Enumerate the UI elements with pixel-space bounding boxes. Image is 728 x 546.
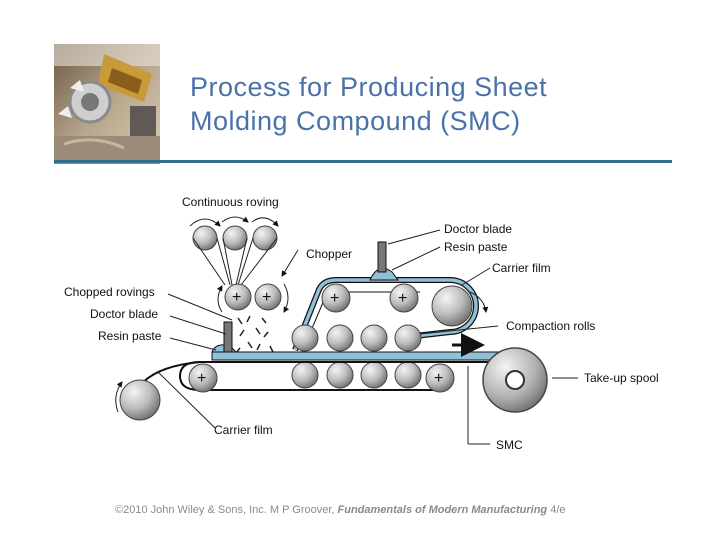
label-doctor-blade-left: Doctor blade bbox=[90, 307, 158, 321]
chopped-fibers bbox=[235, 315, 274, 354]
label-smc: SMC bbox=[496, 438, 523, 452]
bottom-carrier-film: + + bbox=[115, 321, 505, 421]
footer-book-title: Fundamentals of Modern Manufacturing bbox=[337, 504, 548, 516]
leader-lines bbox=[157, 229, 578, 445]
svg-text:+: + bbox=[330, 290, 339, 307]
slide-title-line-2: Molding Compound (SMC) bbox=[190, 106, 521, 136]
compaction-rolls bbox=[291, 324, 422, 389]
roving-spools bbox=[189, 216, 279, 286]
roving-spool bbox=[192, 225, 218, 251]
machining-photo bbox=[54, 44, 160, 164]
take-up-spool bbox=[482, 347, 548, 413]
svg-text:+: + bbox=[398, 290, 407, 307]
label-compaction-rolls: Compaction rolls bbox=[506, 319, 595, 333]
roving-spool bbox=[252, 225, 278, 251]
label-continuous-roving: Continuous roving bbox=[182, 195, 279, 209]
top-carrier-film: + + bbox=[292, 241, 489, 353]
label-chopped-rovings: Chopped rovings bbox=[64, 285, 155, 299]
svg-text:+: + bbox=[434, 370, 443, 387]
label-carrier-film-top: Carrier film bbox=[492, 261, 551, 275]
footer-copyright: ©2010 John Wiley & Sons, Inc. M P Groove… bbox=[115, 504, 338, 516]
smc-process-diagram: + + + + bbox=[64, 195, 659, 452]
footer-edition: 4/e bbox=[547, 504, 566, 516]
label-carrier-film-bottom: Carrier film bbox=[214, 423, 273, 437]
svg-text:+: + bbox=[262, 289, 271, 306]
label-chopper: Chopper bbox=[306, 247, 352, 261]
svg-text:+: + bbox=[232, 289, 241, 306]
label-doctor-blade-top: Doctor blade bbox=[444, 222, 512, 236]
chopper-rolls: + + bbox=[216, 283, 290, 313]
label-take-up-spool: Take-up spool bbox=[584, 371, 659, 385]
label-resin-paste-left: Resin paste bbox=[98, 329, 162, 343]
slide-title-line-1: Process for Producing Sheet bbox=[190, 72, 548, 102]
roving-spool bbox=[222, 225, 248, 251]
label-resin-paste-top: Resin paste bbox=[444, 240, 508, 254]
title-divider bbox=[54, 160, 672, 163]
slide-footer: ©2010 John Wiley & Sons, Inc. M P Groove… bbox=[115, 504, 566, 516]
svg-text:+: + bbox=[197, 370, 206, 387]
